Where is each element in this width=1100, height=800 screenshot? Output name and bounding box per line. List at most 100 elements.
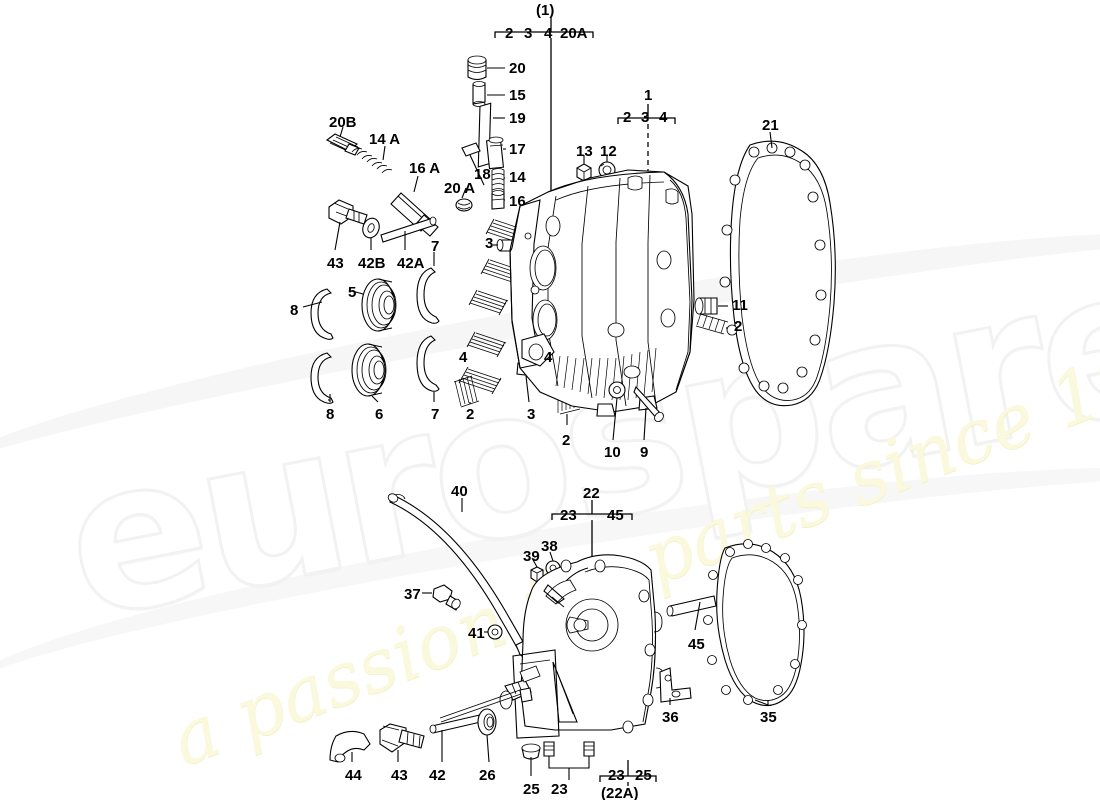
callout-8-upper: 8 (290, 302, 299, 319)
callout-4-left: 4 (459, 349, 468, 366)
callout-42A: 42A (397, 255, 425, 272)
part-7-snapring-lower (416, 335, 440, 402)
part-26-seal (477, 708, 497, 763)
callout-23-top: 23 (560, 507, 577, 524)
callout-3-upper: 3 (485, 235, 494, 252)
callout-18: 18 (474, 166, 491, 183)
callout-42B: 42B (358, 255, 386, 272)
callout-38: 38 (541, 538, 558, 555)
callout-45: 45 (688, 636, 705, 653)
callout-37: 37 (404, 586, 421, 603)
part-21-gasket (719, 131, 836, 407)
part-14-spring (491, 168, 505, 192)
callout-2-bottom-a: 2 (466, 406, 475, 423)
part-42-rod (429, 713, 486, 762)
callout-36: 36 (662, 709, 679, 726)
callout-22: 22 (583, 485, 600, 502)
part-8-snapring-upper (310, 288, 334, 340)
part-5-bearing (351, 278, 397, 332)
callout-10: 10 (604, 444, 621, 461)
bracket-22A (599, 760, 657, 786)
callout-14: 14 (509, 169, 526, 186)
callout-6: 6 (375, 406, 384, 423)
callout-25-bracket: 25 (635, 767, 652, 784)
callout-2-bottom-b: 2 (562, 432, 571, 449)
callout-21: 21 (762, 117, 779, 134)
part-2-stud-bottom (454, 375, 478, 407)
callout-12: 12 (600, 143, 617, 160)
bracket-22 (551, 500, 633, 556)
callout-39: 39 (523, 548, 540, 565)
part-2-stud-right (695, 312, 730, 335)
callout-1: 1 (644, 87, 653, 104)
part-14A-spring (351, 145, 393, 174)
part-43-fitting-lower (379, 723, 425, 762)
part-6-bearing (351, 343, 387, 403)
callout-43-upper: 43 (327, 255, 344, 272)
callout-40: 40 (451, 483, 468, 500)
part-42B-washer (362, 217, 380, 250)
callout-22A: (22A) (601, 785, 639, 800)
callout-5: 5 (348, 284, 357, 301)
callout-2b: 2 (623, 109, 632, 126)
part-23-bolts (543, 741, 595, 780)
callout-20: 20 (509, 60, 526, 77)
callout-26: 26 (479, 767, 496, 784)
callout-19: 19 (509, 110, 526, 127)
shaft-line (439, 689, 521, 719)
callout-20A: 20 A (444, 180, 476, 197)
callout-41: 41 (468, 625, 485, 642)
callout-4-right: 4 (544, 349, 553, 366)
callout-44: 44 (345, 767, 362, 784)
part-20-plug (467, 55, 487, 81)
part-16-sleeve (491, 190, 505, 210)
part-42A-rod (380, 216, 437, 250)
part-37-fitting (422, 584, 461, 611)
callout-17: 17 (509, 141, 526, 158)
callout-9: 9 (640, 444, 649, 461)
callout-7-upper: 7 (431, 238, 440, 255)
part-15-sleeve (472, 81, 486, 107)
callout-13: 13 (576, 143, 593, 160)
part-44-elbow (329, 730, 371, 763)
part-45-dowel (666, 595, 717, 631)
callout-14A: 14 A (369, 131, 401, 148)
callout-bracket-1-paren: (1) (536, 2, 555, 19)
callout-45-top: 45 (607, 507, 624, 524)
callout-20B: 20B (329, 114, 357, 131)
part-43-fitting-upper (328, 199, 368, 251)
callout-42: 42 (429, 767, 446, 784)
callout-3: 3 (524, 25, 533, 42)
part-36-bracket (659, 667, 692, 705)
part-18-pin (461, 142, 485, 186)
callout-23-bracket: 23 (608, 767, 625, 784)
callout-3-bottom: 3 (527, 406, 536, 423)
callout-3b: 3 (641, 109, 650, 126)
lower-cover-housing (499, 554, 665, 780)
part-40-tube (387, 493, 530, 657)
callout-20A-bracket: 20A (560, 25, 588, 42)
part-20B-plug (325, 126, 360, 156)
part-11-plug (694, 297, 728, 315)
part-17-sleeve (485, 136, 505, 170)
callout-16: 16 (509, 193, 526, 210)
lead-8a (302, 301, 323, 308)
callout-4: 4 (544, 25, 553, 42)
part-20A-cap (455, 187, 473, 212)
callout-2-right: 2 (734, 318, 743, 335)
shaft-line2 (440, 693, 522, 723)
callout-23-bottom: 23 (551, 781, 568, 798)
part-41-washer (484, 624, 503, 640)
callout-43-lower: 43 (391, 767, 408, 784)
part-7-snapring-upper (416, 252, 440, 324)
main-housing (509, 169, 695, 417)
part-9-pin (633, 385, 664, 441)
callout-16A: 16 A (409, 160, 441, 177)
callout-25: 25 (523, 781, 540, 798)
part-35-gasket (703, 539, 807, 707)
callout-7-lower: 7 (431, 406, 440, 423)
callout-2: 2 (505, 25, 514, 42)
callout-8-lower: 8 (326, 406, 335, 423)
